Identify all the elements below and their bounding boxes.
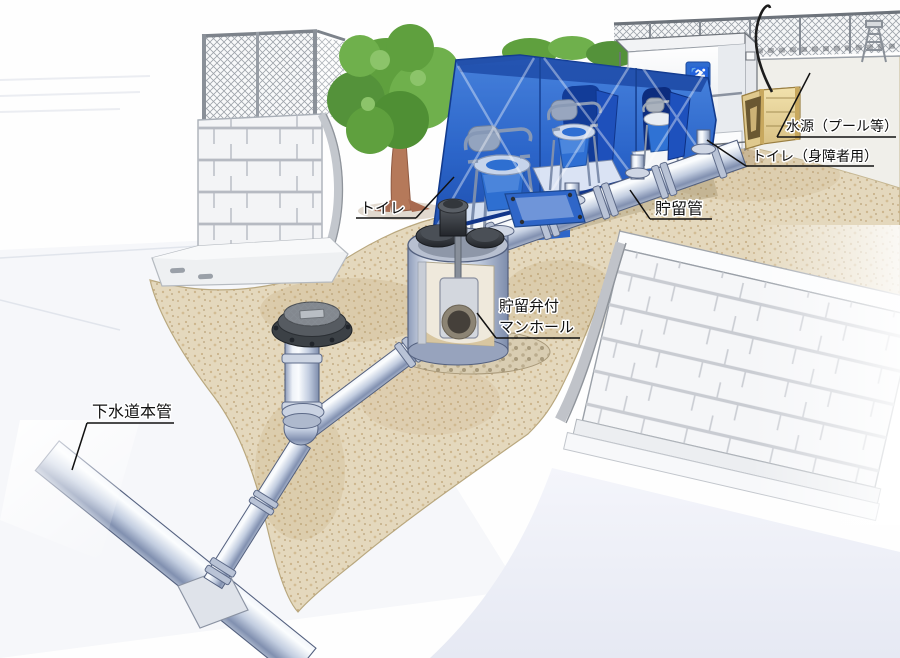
pool-ladder-tower xyxy=(861,20,887,63)
distant-fence-lines xyxy=(0,75,151,113)
platform1-base-plate xyxy=(504,189,586,228)
chainlink-mesh xyxy=(204,31,315,124)
tree-foliage xyxy=(327,24,459,154)
annotations: 水源（プール等） トイレ（身障者用） トイレ 貯留管 貯留弁付 マンホール 下水… xyxy=(71,72,900,471)
wall-end-cap xyxy=(317,111,343,244)
storage-valve-manhole xyxy=(297,224,551,440)
svg-text:貯留弁付: 貯留弁付 xyxy=(499,298,559,315)
leader-line xyxy=(71,422,88,471)
label-storage-pipe: 貯留管 xyxy=(629,189,712,220)
left-wall-fence xyxy=(151,29,349,287)
svg-text:マンホール: マンホール xyxy=(499,319,574,336)
label-accessible-toilet: トイレ（身障者用） xyxy=(706,139,880,167)
svg-text:トイレ（身障者用）: トイレ（身障者用） xyxy=(752,148,878,164)
tent-roof-band xyxy=(456,55,708,92)
crate-front xyxy=(759,86,801,145)
label-sewer-main: 下水道本管 xyxy=(71,402,174,471)
pipe-junction xyxy=(281,403,325,446)
label-storage-valve-manhole: 貯留弁付 マンホール xyxy=(476,297,580,339)
leader-line xyxy=(415,176,455,219)
svg-text:貯留管: 貯留管 xyxy=(655,200,703,218)
water-hose xyxy=(754,4,774,93)
left-manhole xyxy=(271,301,353,423)
road-bottom-right xyxy=(430,468,900,658)
sewer-pipes xyxy=(0,403,325,658)
tree xyxy=(327,24,459,220)
label-toilet: トイレ xyxy=(356,176,455,219)
leader-line xyxy=(776,72,811,138)
capped-stub xyxy=(437,198,469,237)
right-block-wall xyxy=(555,225,900,525)
svg-text:トイレ: トイレ xyxy=(360,200,405,217)
tent-translucent-overlay xyxy=(432,57,711,234)
label-water-source: 水源（プール等） xyxy=(776,72,900,138)
branch-pipe xyxy=(203,436,312,590)
tent3-door-flap xyxy=(667,91,691,161)
leader-line xyxy=(629,189,651,220)
water-crate xyxy=(741,4,801,150)
wall-rounded-end xyxy=(555,241,627,423)
leader-line xyxy=(476,312,497,339)
svg-text:下水道本管: 下水道本管 xyxy=(92,403,172,421)
leader-line xyxy=(706,139,747,167)
svg-text:水源（プール等）: 水源（プール等） xyxy=(786,118,898,134)
